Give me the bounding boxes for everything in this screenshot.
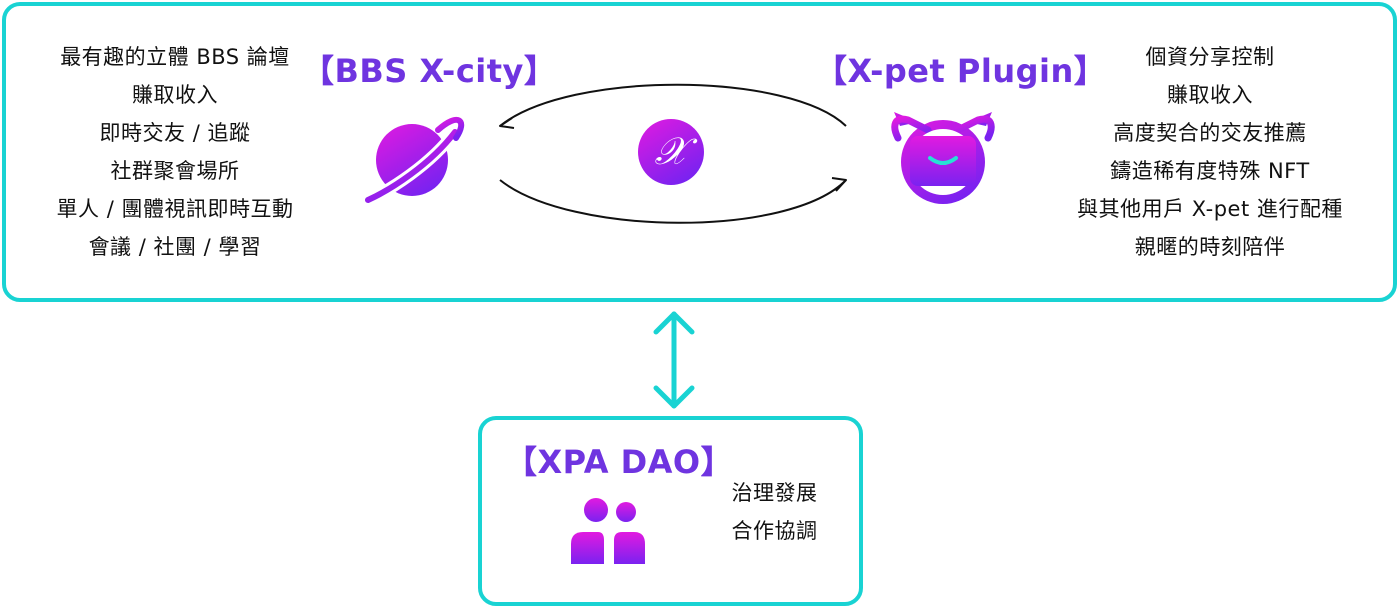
xpet-feature-item: 鑄造稀有度特殊 NFT <box>1110 159 1310 183</box>
planet-icon <box>362 116 465 206</box>
cat-pet-icon <box>891 112 995 204</box>
bbs-feature-item: 即時交友 / 追蹤 <box>99 121 251 145</box>
xpet-feature-item: 個資分享控制 <box>1145 45 1275 69</box>
bbs-feature-item: 單人 / 團體視訊即時互動 <box>56 197 294 221</box>
xpet-feature-item: 親暱的時刻陪伴 <box>1134 235 1286 259</box>
bbs-feature-list: 最有趣的立體 BBS 論壇 賺取收入 即時交友 / 追蹤 社群聚會場所 單人 /… <box>40 38 310 266</box>
xpa-dao-title: 【XPA DAO】 <box>505 443 734 481</box>
arrow-to-bbs <box>499 83 847 127</box>
bbs-feature-item: 賺取收入 <box>132 83 218 107</box>
bbs-feature-item: 最有趣的立體 BBS 論壇 <box>60 45 290 69</box>
xpet-feature-item: 賺取收入 <box>1167 83 1253 107</box>
dao-feature-item: 治理發展 <box>731 481 818 505</box>
flow-arrows <box>499 83 847 224</box>
xpet-feature-item: 高度契合的交友推薦 <box>1113 121 1307 145</box>
dao-feature-list: 治理發展 合作協調 <box>712 474 837 550</box>
bbs-xcity-title: 【BBS X-city】 <box>302 52 557 90</box>
arrow-to-xpet <box>499 179 847 224</box>
dao-panel <box>478 416 863 606</box>
xpet-plugin-title: 【X-pet Plugin】 <box>815 52 1107 90</box>
xpet-feature-item: 與其他用戶 X-pet 進行配種 <box>1077 197 1343 221</box>
bbs-feature-item: 社群聚會場所 <box>110 159 240 183</box>
x-logo-icon: 𝒳 <box>638 119 704 185</box>
dao-feature-item: 合作協調 <box>731 519 818 543</box>
double-arrow-icon <box>653 311 695 409</box>
bbs-feature-item: 會議 / 社團 / 學習 <box>88 235 262 259</box>
xpet-feature-list: 個資分享控制 賺取收入 高度契合的交友推薦 鑄造稀有度特殊 NFT 與其他用戶 … <box>1060 38 1360 266</box>
two-people-icon <box>571 498 645 564</box>
